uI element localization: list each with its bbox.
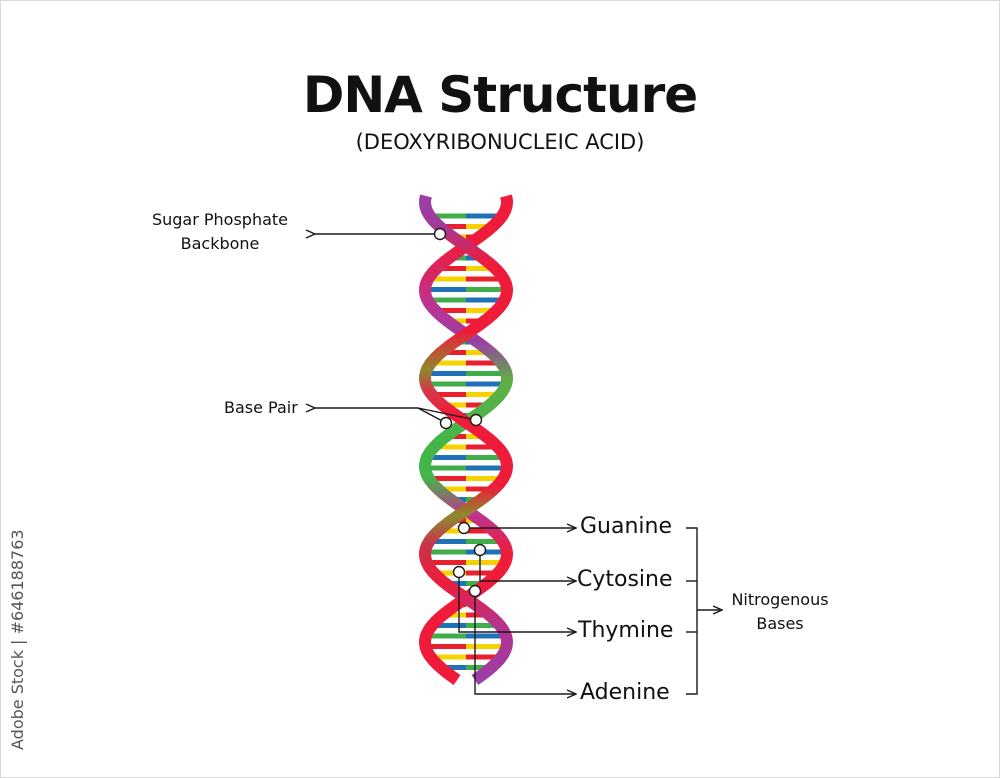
nitrogenous-bases-label: Nitrogenous Bases [720,588,840,636]
guanine-label: Guanine [580,514,673,539]
cytosine-label: Cytosine [577,567,673,592]
backbone-marker [433,227,447,241]
thymine-pointer [458,572,576,632]
cytosine-marker [473,543,487,557]
base-pair-pointer-b [417,407,477,421]
base-pair-marker-right [469,413,483,427]
annotation-lines [314,234,722,694]
stock-id-text: Adobe Stock | #646188763 [8,529,27,750]
pointer-markers [433,227,487,598]
nitrogenous-label-line1: Nitrogenous [731,590,829,609]
nitrogenous-bracket [686,527,698,695]
adenine-marker [468,584,482,598]
base-pair-label: Base Pair [224,398,298,417]
page-title: DNA Structure [302,66,698,124]
thymine-marker [452,565,466,579]
cytosine-pointer [479,550,576,581]
base-pair-marker-left [439,416,453,430]
page-subtitle: (DEOXYRIBONUCLEIC ACID) [355,130,645,154]
adenine-label: Adenine [580,680,670,705]
nitrogenous-label-line2: Bases [756,614,804,633]
stock-watermark: Adobe Stock | #646188763 [6,529,30,750]
adenine-pointer [474,591,576,694]
guanine-marker [457,521,471,535]
backbone-label: Sugar Phosphate Backbone [140,208,300,256]
backbone-label-line1: Sugar Phosphate [151,210,289,229]
strand-left [418,194,514,685]
backbone-label-line2: Backbone [180,234,260,253]
thymine-label: Thymine [578,618,674,643]
